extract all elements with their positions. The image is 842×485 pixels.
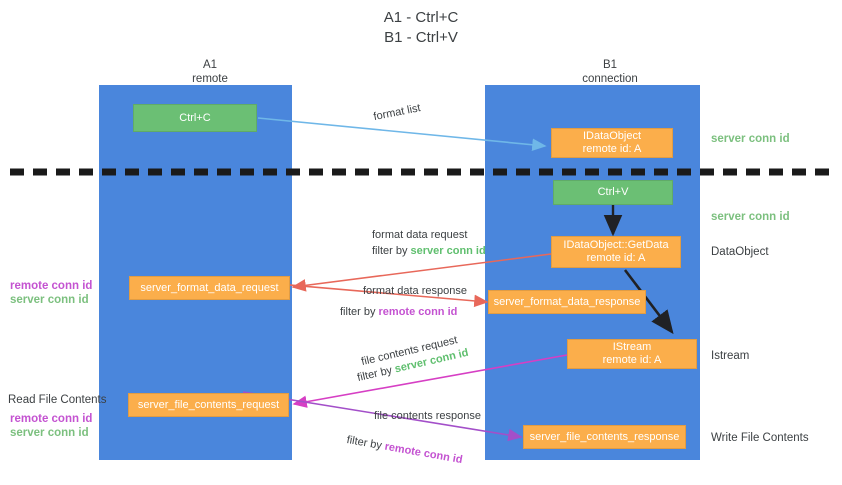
node-istream-sublabel: remote id: A [602, 354, 662, 366]
right-note-dataobject: DataObject [711, 246, 769, 258]
node-ctrl-c-label: Ctrl+C [179, 111, 211, 124]
node-idataobject-sublabel: remote id: A [582, 143, 642, 155]
edge-label-format-data-response-filter: filter by remote conn id [340, 305, 457, 319]
filter-value-1: server conn id [410, 245, 486, 257]
node-server-format-data-response[interactable]: server_format_data_response [488, 290, 646, 314]
filter-prefix-2: filter by [340, 306, 379, 318]
left-note-server-conn-id-2: server conn id [10, 427, 89, 439]
left-note-conn-ids-1: remote conn id server conn id [10, 279, 92, 307]
filter-value-2: remote conn id [378, 306, 458, 318]
edge-label-file-contents-response: file contents response [374, 410, 482, 422]
node-ctrl-c[interactable]: Ctrl+C [133, 104, 257, 132]
node-istream[interactable]: IStream remote id: A [567, 339, 697, 369]
right-note-server-conn-id-mid: server conn id [711, 210, 790, 224]
column-a1-sub: remote [192, 73, 228, 85]
node-idataobject-getdata-label: IDataObject::GetData [563, 239, 669, 251]
right-note-server-conn-id-top-text: server conn id [711, 133, 790, 145]
right-note-server-conn-id-mid-text: server conn id [711, 211, 790, 223]
right-note-write-file-contents: Write File Contents [711, 432, 809, 444]
filter-prefix-1: filter by [372, 245, 411, 257]
edge-label-file-contents-response-filter: filter by remote conn id [346, 433, 464, 467]
right-note-server-conn-id-top: server conn id [711, 132, 790, 146]
node-server-file-contents-request[interactable]: server_file_contents_request [128, 393, 289, 417]
node-server-file-contents-response-label: server_file_contents_response [529, 430, 680, 443]
node-ctrl-v-label: Ctrl+V [597, 186, 629, 198]
filter-prefix-4: filter by [345, 433, 386, 453]
column-b1-name: B1 [602, 59, 618, 71]
title-line-2: B1 - Ctrl+V [384, 29, 458, 46]
title-line-1: A1 - Ctrl+C [383, 9, 459, 26]
filter-value-4: remote conn id [383, 440, 464, 467]
left-note-conn-ids-2: remote conn id server conn id [10, 412, 92, 440]
left-note-remote-conn-id-1: remote conn id [10, 280, 93, 292]
node-idataobject-getdata[interactable]: IDataObject::GetData remote id: A [551, 236, 681, 268]
edge-label-format-list: format list [372, 102, 422, 124]
node-idataobject-getdata-sublabel: remote id: A [586, 252, 646, 264]
node-server-format-data-response-label: server_format_data_response [493, 295, 641, 308]
edge-label-format-data-request: format data request [372, 229, 468, 241]
node-istream-label: IStream [612, 341, 652, 353]
column-a1-name: A1 [202, 59, 218, 71]
node-idataobject[interactable]: IDataObject remote id: A [551, 128, 673, 158]
left-note-remote-conn-id-2: remote conn id [10, 413, 93, 425]
edge-label-format-data-response: format data response [363, 285, 467, 297]
node-server-file-contents-response[interactable]: server_file_contents_response [523, 425, 686, 449]
column-b1-sub: connection [582, 73, 638, 85]
left-note-read-file-contents: Read File Contents [8, 394, 107, 406]
node-server-format-data-request-label: server_format_data_request [140, 281, 279, 294]
diagram-title: A1 - Ctrl+C B1 - Ctrl+V [0, 8, 842, 48]
edge-label-format-data-request-filter: filter by server conn id [372, 244, 486, 258]
column-header-b1: B1 connection [540, 58, 680, 86]
right-note-istream: Istream [711, 350, 750, 362]
node-server-file-contents-request-label: server_file_contents_request [137, 398, 280, 411]
node-idataobject-label: IDataObject [582, 130, 642, 142]
column-header-a1: A1 remote [140, 58, 280, 86]
left-note-server-conn-id-1: server conn id [10, 294, 89, 306]
node-server-format-data-request[interactable]: server_format_data_request [129, 276, 290, 300]
left-note-read-file-contents-group: Read File Contents [8, 393, 106, 407]
node-ctrl-v[interactable]: Ctrl+V [553, 180, 673, 205]
